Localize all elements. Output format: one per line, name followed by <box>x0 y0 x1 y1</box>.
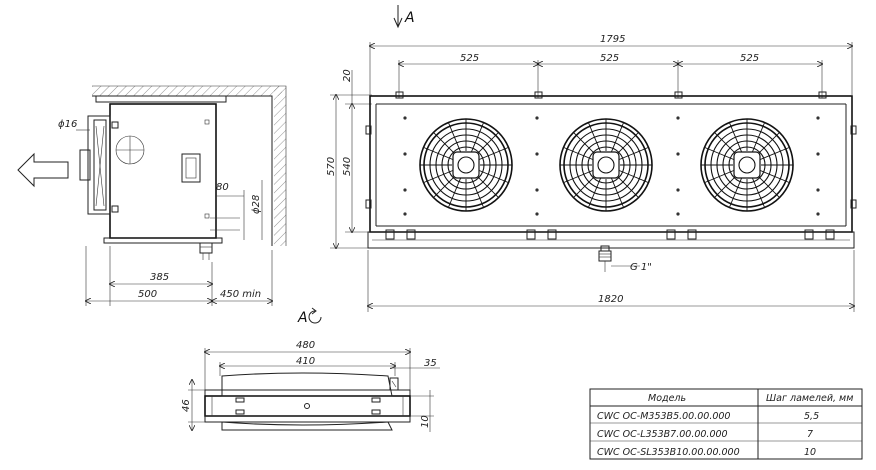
svg-text:A: A <box>297 310 308 326</box>
fan-icon <box>700 118 794 212</box>
model-table: Модель Шаг ламелей, мм CWC OC-M353B5.00.… <box>589 388 863 460</box>
fan-icon <box>419 118 513 212</box>
dim-depth-inner: 385 <box>150 272 169 283</box>
dim-fan-spacing-1: 525 <box>460 53 479 64</box>
dim-pipe-diameter: ϕ16 <box>58 119 77 130</box>
dim-bottom-outer: 480 <box>296 340 315 351</box>
dim-offset-80: 80 <box>216 182 229 193</box>
dim-bottom-inner: 410 <box>296 356 315 367</box>
dim-drain-diameter: ϕ28 <box>251 195 262 214</box>
bottom-view: 480 410 35 46 10 <box>181 340 440 432</box>
dim-pipe-thread: G 1" <box>630 262 652 273</box>
table-header-pitch: Шаг ламелей, мм <box>766 393 853 404</box>
dim-clearance: 450 min <box>220 289 261 300</box>
dim-bottom-hole: 10 <box>420 415 431 428</box>
dim-height-inner: 540 <box>342 157 353 176</box>
front-view: 1795 525 525 525 570 540 20 <box>326 34 857 312</box>
fan-group <box>419 118 794 212</box>
table-row-pitch: 7 <box>807 429 813 440</box>
dim-height-outer: 570 <box>326 157 337 176</box>
side-view: ϕ16 80 ϕ28 385 500 450 min <box>17 85 287 306</box>
table-row-model: CWC OC-M353B5.00.00.000 <box>597 411 730 422</box>
view-label-a: A <box>404 10 415 26</box>
dim-fan-spacing-3: 525 <box>740 53 759 64</box>
dim-overall-width: 1820 <box>598 294 623 305</box>
dim-depth: 500 <box>138 289 157 300</box>
dim-bottom-height: 46 <box>181 399 192 412</box>
view-arrow-a: A <box>393 5 415 29</box>
table-header-model: Модель <box>648 393 686 404</box>
table-row-model: CWC OC-SL353B10.00.00.000 <box>597 447 740 458</box>
fan-icon <box>559 118 653 212</box>
dim-total-width: 1795 <box>600 34 625 45</box>
view-label-a-rotated: A <box>297 307 322 326</box>
dim-bottom-slot: 35 <box>424 358 437 369</box>
table-row-pitch: 5,5 <box>804 411 819 422</box>
table-row-pitch: 10 <box>804 447 816 458</box>
table-row-model: CWC OC-L353B7.00.00.000 <box>597 429 728 440</box>
dim-fan-spacing-2: 525 <box>600 53 619 64</box>
dim-top-offset: 20 <box>342 69 353 82</box>
airflow-arrow-icon <box>17 152 69 188</box>
